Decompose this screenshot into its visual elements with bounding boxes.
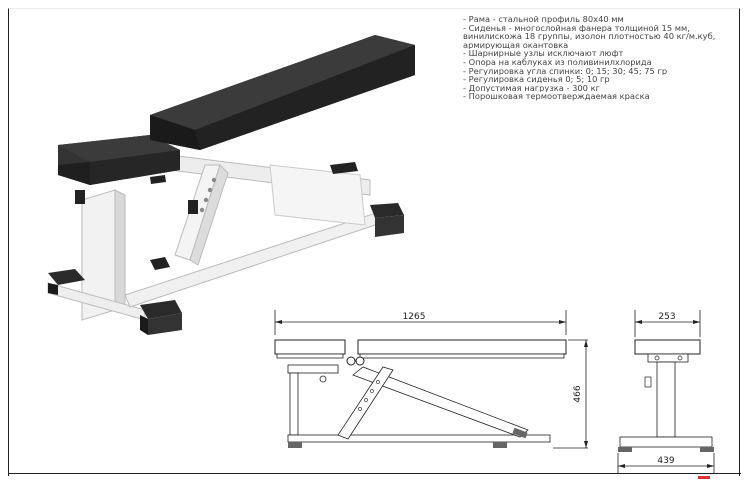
spec-seats-edging: армирующая окантовка — [463, 40, 569, 50]
top-width-dimension: 253 — [658, 312, 675, 322]
spec-frame: - Рама - стальной профиль 80x40 мм — [463, 15, 624, 24]
spec-hinges: - Шарнирные узлы исключают люфт — [463, 49, 624, 58]
base-width-dimension: 439 — [657, 456, 674, 466]
front-view-drawing: 253 439 — [617, 310, 715, 473]
red-marker — [698, 476, 710, 479]
drawing-frame — [8, 8, 740, 476]
spec-seats: - Сиденья - многослойная фанера толщиной… — [463, 23, 690, 33]
specification-list: - Рама - стальной профиль 80x40 мм - Сид… — [463, 15, 738, 101]
spec-seat-angle: - Регулировка сиденья 0; 5; 10 гр — [463, 75, 610, 84]
height-dimension: 466 — [573, 385, 583, 402]
length-dimension: 1265 — [403, 312, 426, 322]
bench-3d-render — [47, 35, 415, 335]
spec-feet: - Опора на каблуках из поливинилхлорида — [463, 57, 652, 67]
side-view-drawing: 1265 466 — [274, 310, 588, 449]
spec-max-load: - Допустимая нагрузка - 300 кг — [463, 83, 600, 93]
spec-backrest-angle: - Регулировка угла спинки: 0; 15; 30; 45… — [463, 66, 668, 76]
spec-seats-material: винилискожа 18 группы, изолон плотностью… — [463, 32, 716, 41]
spec-coating: - Порошковая термоотверждаемая краска — [463, 92, 650, 101]
frame-bottom-line — [8, 473, 741, 474]
